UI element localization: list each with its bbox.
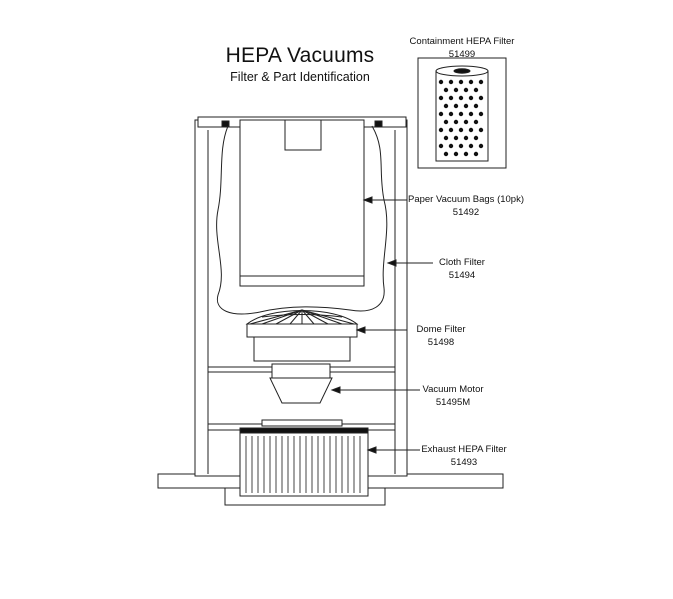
part-number: 51493 [450,457,478,468]
part-name: Dome Filter [416,324,466,335]
callout-dome-filter: Dome Filter 51498 [396,323,486,349]
part-name: Paper Vacuum Bags (10pk) [408,194,524,205]
part-number: 51494 [448,270,476,281]
part-name: Cloth Filter [439,257,485,268]
part-number: 51498 [427,337,455,348]
bag-collar [284,119,322,151]
callout-containment-hepa-filter: Containment HEPA Filter 51499 [402,35,522,61]
callout-cloth-filter: Cloth Filter 51494 [412,256,512,282]
diagram-subtitle: Filter & Part Identification [230,70,370,84]
callout-arrows [330,196,433,454]
callout-vacuum-motor: Vacuum Motor 51495M [408,383,498,409]
part-name: Vacuum Motor [422,384,484,395]
part-number: 51495M [435,397,471,408]
diagram-title: HEPA Vacuums [225,44,375,67]
housing-outer [194,119,408,477]
callout-paper-vacuum-bags: Paper Vacuum Bags (10pk) 51492 [406,193,526,219]
callout-exhaust-hepa-filter: Exhaust HEPA Filter 51493 [414,443,514,469]
cloth-filter [216,125,388,315]
containment-hepa-filter [435,65,489,162]
part-name: Exhaust HEPA Filter [421,444,507,455]
part-name: Containment HEPA Filter [409,36,515,47]
vacuum-motor [269,363,333,404]
exhaust-hepa-filter [239,427,369,497]
part-number: 51492 [452,207,480,218]
dome-filter [245,309,359,362]
part-number: 51499 [448,49,476,60]
